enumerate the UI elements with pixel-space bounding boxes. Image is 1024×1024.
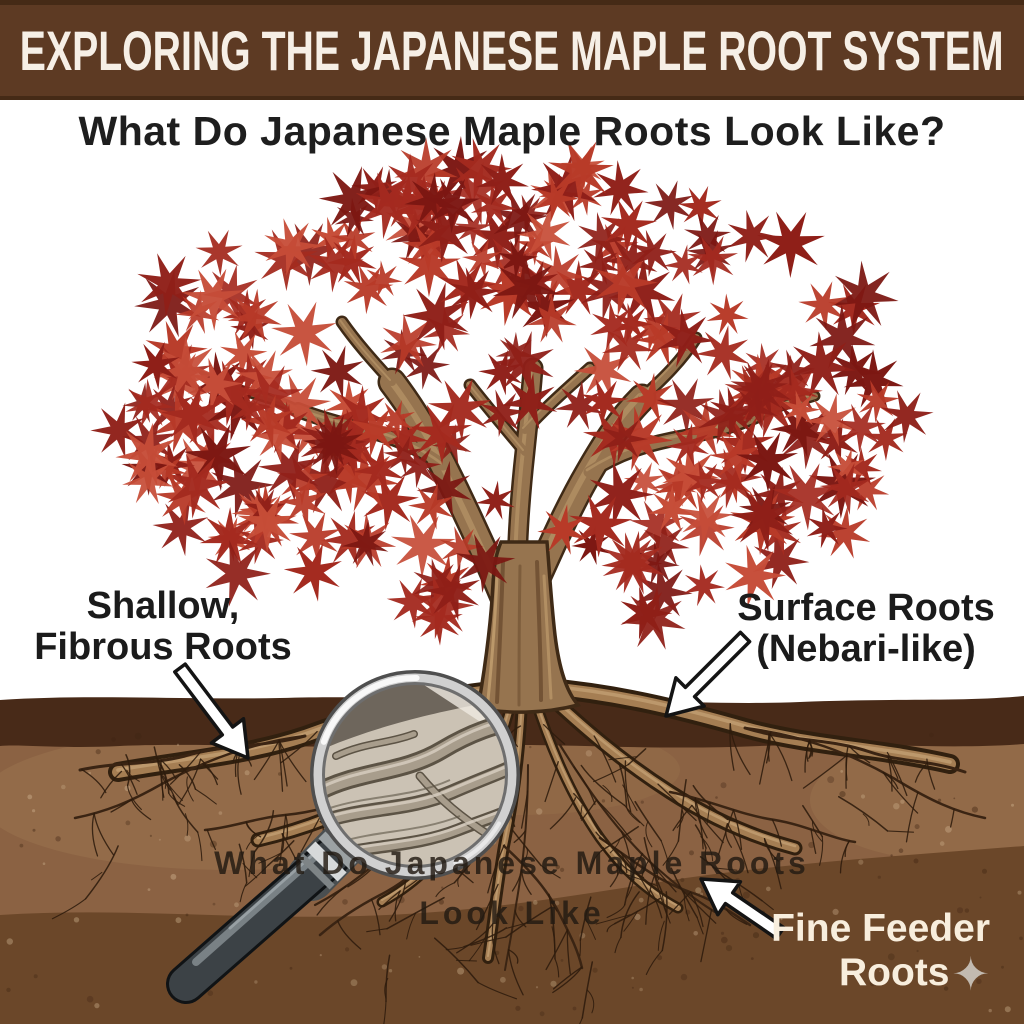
- label-line-text: Roots: [838, 951, 950, 995]
- maple-tree: [90, 136, 934, 714]
- label-line: Roots✦: [690, 948, 990, 1001]
- label-line: Shallow,: [86, 585, 240, 627]
- label-shallow-fibrous-roots: Shallow, Fibrous Roots: [10, 585, 316, 669]
- label-fine-feeder-roots: Fine Feeder Roots✦: [690, 907, 990, 1001]
- soil-overlay-text: What Do Japanese Maple Roots Look Like: [0, 838, 1024, 938]
- title-banner: EXPLORING THE JAPANESE MAPLE ROOT SYSTEM: [0, 0, 1024, 100]
- overlay-line: Look Like: [419, 895, 605, 931]
- label-surface-roots: Surface Roots (Nebari-like): [716, 587, 1016, 671]
- subtitle: What Do Japanese Maple Roots Look Like?: [78, 108, 946, 154]
- annotation-arrows: [173, 630, 786, 941]
- arrow-shallow-roots: [173, 662, 250, 760]
- label-line: (Nebari-like): [756, 628, 976, 671]
- magnifying-glass: [166, 670, 520, 1004]
- label-line: Surface Roots: [737, 587, 995, 629]
- page-title: EXPLORING THE JAPANESE MAPLE ROOT SYSTEM: [20, 19, 1004, 82]
- arrow-surface-roots: [664, 630, 752, 718]
- label-line: Fibrous Roots: [34, 626, 292, 669]
- arrow-fine-feeder-roots: [699, 877, 786, 941]
- overlay-line: What Do Japanese Maple Roots: [214, 845, 810, 881]
- label-line: Fine Feeder: [771, 907, 990, 950]
- sparkle-icon: ✦: [951, 948, 990, 1001]
